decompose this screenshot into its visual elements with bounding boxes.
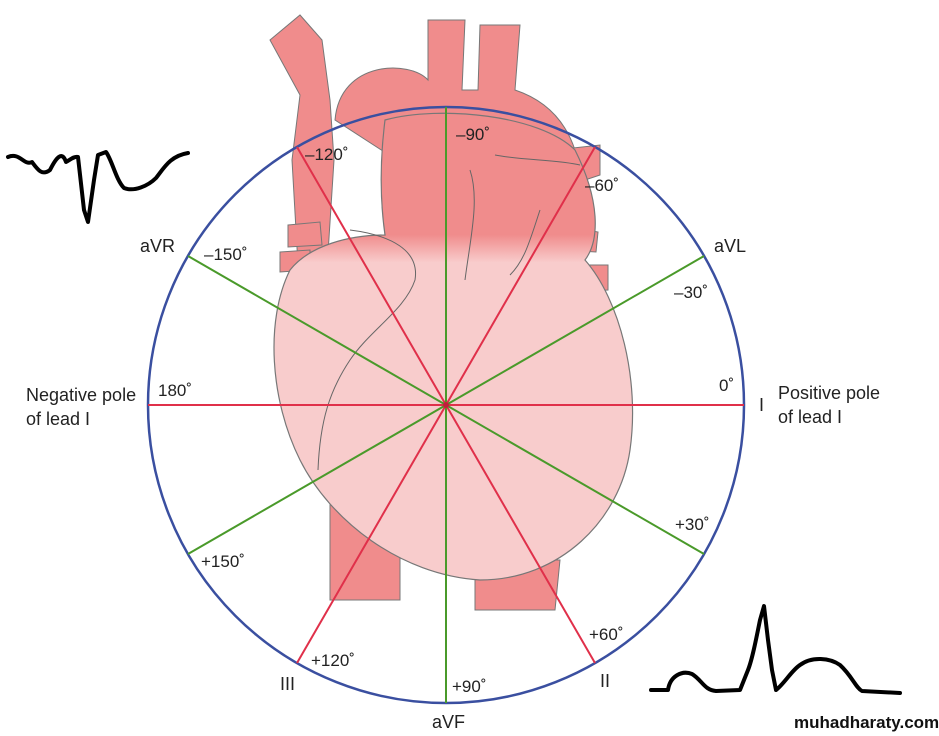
axis-center [443, 402, 449, 408]
watermark: muhadharaty.com [794, 713, 939, 732]
deg-p150: +150˚ [201, 552, 245, 571]
deg-m120: –120˚ [305, 145, 348, 164]
positive-waveform [649, 604, 902, 695]
lead-avl-label: aVL [714, 236, 746, 256]
deg-m90: –90˚ [456, 125, 490, 144]
deg-m30: –30˚ [674, 283, 708, 302]
deg-m150: –150˚ [204, 245, 247, 264]
lead-iii-label: III [280, 674, 295, 694]
lead-avf-label: aVF [432, 712, 465, 732]
deg-180: 180˚ [158, 381, 192, 400]
pole-labels: Negative pole of lead I Positive pole of… [26, 383, 880, 429]
lead-avr-label: aVR [140, 236, 175, 256]
deg-0: 0˚ [719, 376, 734, 395]
lead-labels: aVR aVL I II III aVF [140, 236, 764, 732]
lead-ii-label: II [600, 671, 610, 691]
deg-p90: +90˚ [452, 677, 487, 696]
positive-pole-line2: of lead I [778, 407, 842, 427]
negative-pole-line2: of lead I [26, 409, 90, 429]
positive-pole-line1: Positive pole [778, 383, 880, 403]
deg-p120: +120˚ [311, 651, 355, 670]
negative-waveform [6, 150, 190, 224]
deg-p60: +60˚ [589, 625, 624, 644]
heart-details [317, 154, 581, 471]
degree-labels: –90˚ –120˚ –60˚ –150˚ –30˚ 180˚ 0˚ +30˚ … [158, 125, 734, 696]
heart-body [273, 112, 634, 581]
lead-i-label: I [759, 395, 764, 415]
negative-pole-line1: Negative pole [26, 385, 136, 405]
deg-m60: –60˚ [585, 176, 619, 195]
deg-p30: +30˚ [675, 515, 710, 534]
